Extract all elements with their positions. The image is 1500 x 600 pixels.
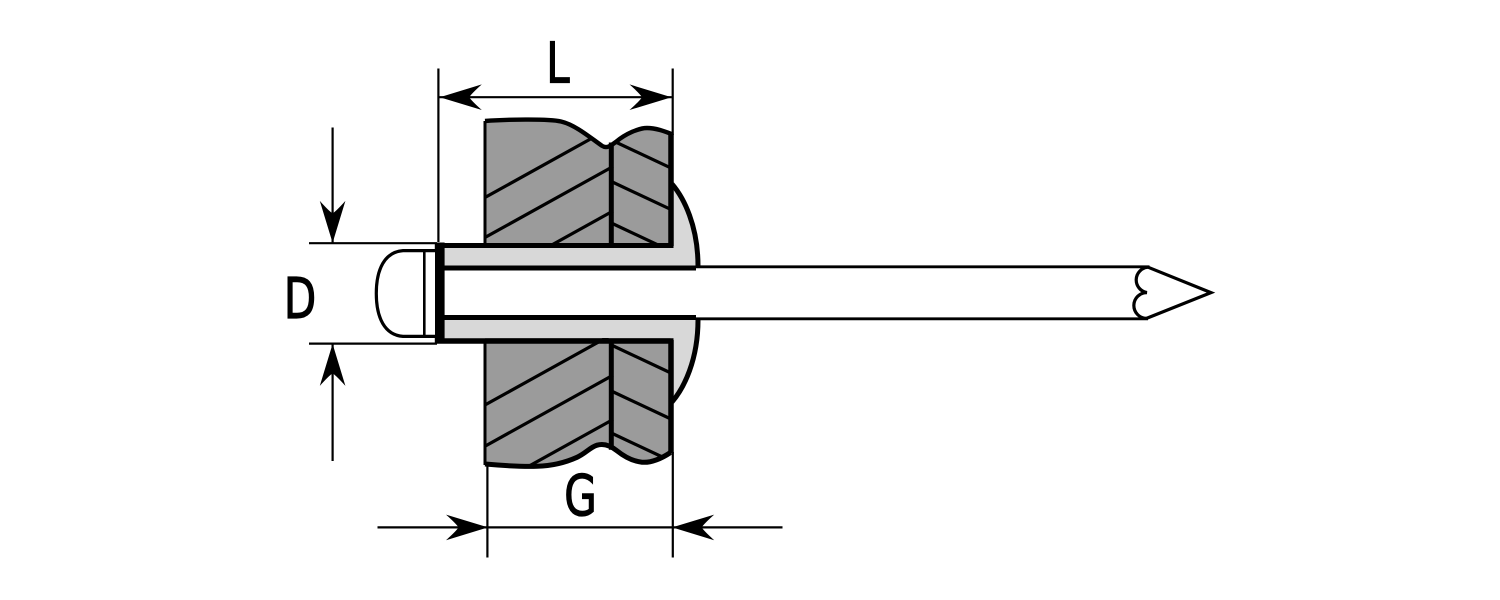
hatch-line xyxy=(610,343,671,377)
mandrel-break-notch xyxy=(1132,265,1149,320)
mandrel-tip-point xyxy=(1145,265,1216,320)
rivet-outlines xyxy=(435,182,701,404)
plates-upper-fill xyxy=(485,119,672,248)
dimension-diameter-label: D xyxy=(284,266,316,332)
dimension-length xyxy=(437,68,674,242)
hatch-line xyxy=(610,180,672,214)
mandrel-tip-point-fill xyxy=(1146,267,1211,319)
joined-plates xyxy=(485,119,672,467)
hatch-line xyxy=(610,389,671,423)
hatch-line xyxy=(485,165,614,239)
plates-lower-break-edge xyxy=(484,442,672,469)
rivet-head-dome xyxy=(374,249,435,338)
mandrel-stem xyxy=(696,265,1216,321)
hatch-line xyxy=(485,418,614,467)
dimension-grip-label: G xyxy=(564,463,597,529)
dimension-length-label: L xyxy=(546,30,570,96)
hatch-line xyxy=(485,373,614,448)
hatch-line xyxy=(485,338,614,407)
rivet-head xyxy=(374,242,445,343)
hatch-line xyxy=(610,221,672,248)
plates-upper-break-edge xyxy=(484,117,673,150)
dimension-grip xyxy=(377,452,783,558)
hatch-line xyxy=(610,138,672,172)
rivet-bulge-upper-outline xyxy=(670,182,701,267)
plates-lower-fill xyxy=(485,338,671,467)
rivet-bulge-lower-outline xyxy=(670,319,701,404)
plate-outlines xyxy=(483,117,674,469)
section-hatching-lower xyxy=(485,338,671,467)
rivet-head-flange xyxy=(434,242,445,343)
